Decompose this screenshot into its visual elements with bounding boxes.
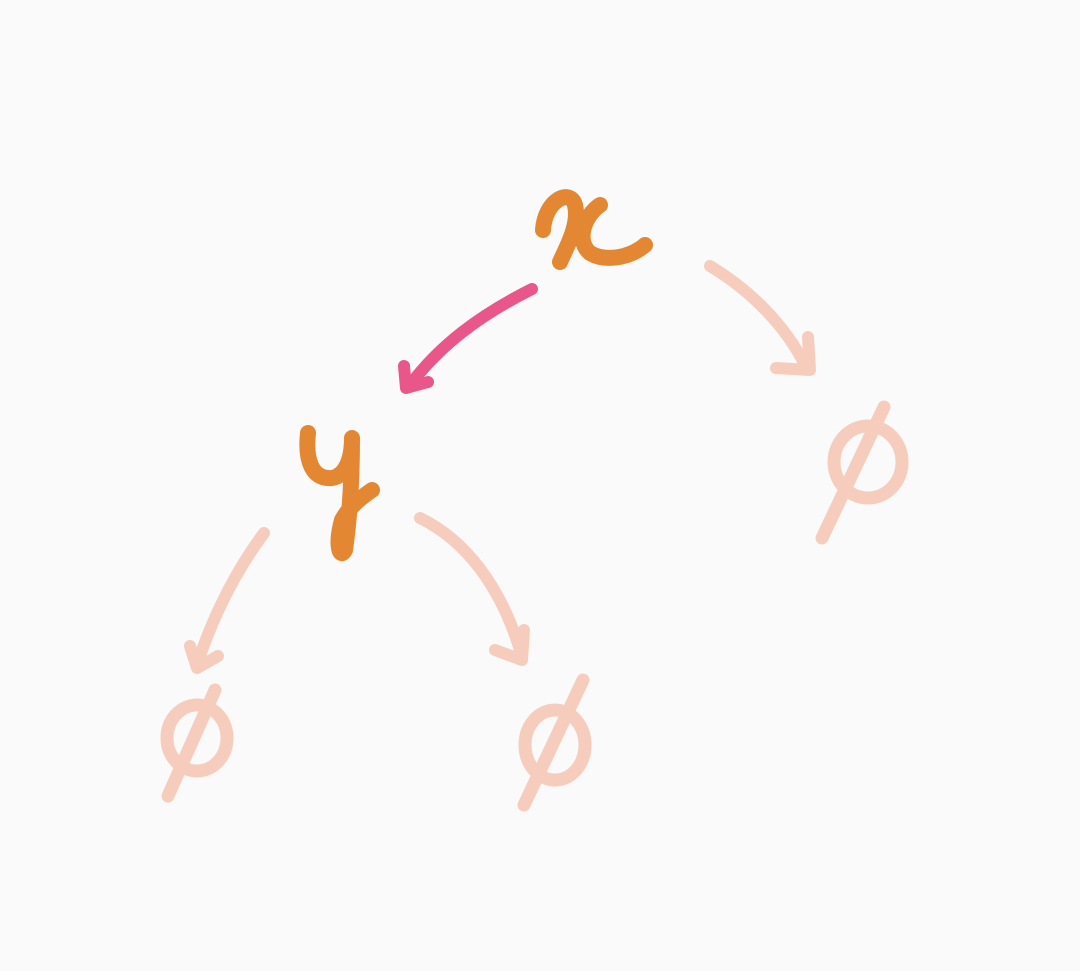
node-x-glyph — [535, 189, 653, 270]
edge-x-to-right-null-line — [704, 260, 811, 371]
null-node-y-left: ∅ — [160, 683, 234, 803]
null-node-x-right-label: ∅ — [868, 469, 869, 471]
node-x: x — [535, 189, 653, 270]
null-symbol-circle — [160, 698, 234, 778]
edge-y-to-right-null-arrowhead — [489, 624, 530, 666]
node-y-label: y — [340, 489, 341, 491]
edge-x-to-y-arrowhead — [398, 360, 434, 394]
null-node-y-right-label: ∅ — [555, 751, 556, 753]
null-symbol-slash — [815, 400, 891, 545]
edge-x-to-y-line — [404, 283, 538, 391]
node-y-glyph — [299, 425, 380, 562]
null-symbol-slash — [517, 673, 590, 812]
null-node-y-right: ∅ — [517, 673, 592, 812]
edge-y-to-right-null — [414, 512, 530, 666]
edge-y-to-left-null-arrowhead — [184, 640, 224, 674]
null-symbol-slash — [161, 683, 222, 803]
node-y: y — [299, 425, 380, 562]
node-x-label: x — [592, 239, 593, 241]
edge-x-to-y — [398, 283, 538, 394]
null-symbol-circle — [518, 703, 592, 787]
null-node-y-left-label: ∅ — [197, 744, 198, 746]
edge-y-to-right-null-line — [414, 512, 526, 656]
edge-y-to-left-null — [184, 527, 270, 674]
edge-y-to-left-null-line — [192, 527, 270, 668]
edge-x-to-right-null — [704, 260, 816, 376]
null-node-x-right: ∅ — [815, 400, 909, 545]
edge-x-to-right-null-arrowhead — [770, 331, 816, 376]
